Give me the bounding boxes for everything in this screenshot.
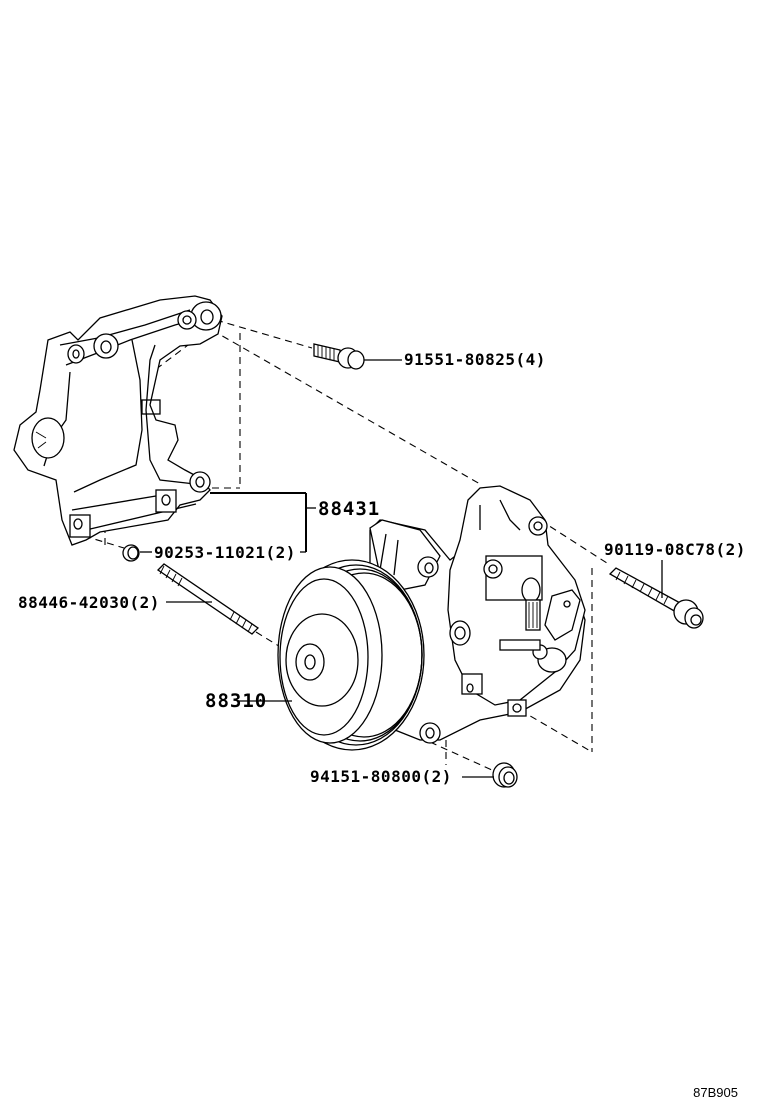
part-label-bolt-right[interactable]: 90119-08C78(2) bbox=[604, 540, 746, 559]
compressor-drawing bbox=[238, 485, 586, 751]
part-label-bracket[interactable]: 88431 bbox=[318, 498, 381, 520]
nut-lower-drawing bbox=[462, 762, 518, 788]
part-label-nut-lower[interactable]: 94151-80800(2) bbox=[310, 767, 452, 786]
bolt-upper-drawing bbox=[313, 343, 402, 370]
bracket-nut-drawing bbox=[122, 544, 140, 562]
diagram-reference-code: 87B905 bbox=[693, 1085, 738, 1100]
part-label-bolt-upper[interactable]: 91551-80825(4) bbox=[404, 350, 546, 369]
bracket-drawing bbox=[13, 295, 223, 546]
part-label-bracket-nut[interactable]: 90253-11021(2) bbox=[154, 543, 296, 562]
stud-drawing bbox=[156, 563, 260, 635]
part-label-compressor[interactable]: 88310 bbox=[205, 690, 268, 712]
bracket-callout-lines bbox=[140, 492, 316, 553]
bolt-right-drawing bbox=[608, 560, 704, 629]
part-label-stud[interactable]: 88446-42030(2) bbox=[18, 593, 160, 612]
